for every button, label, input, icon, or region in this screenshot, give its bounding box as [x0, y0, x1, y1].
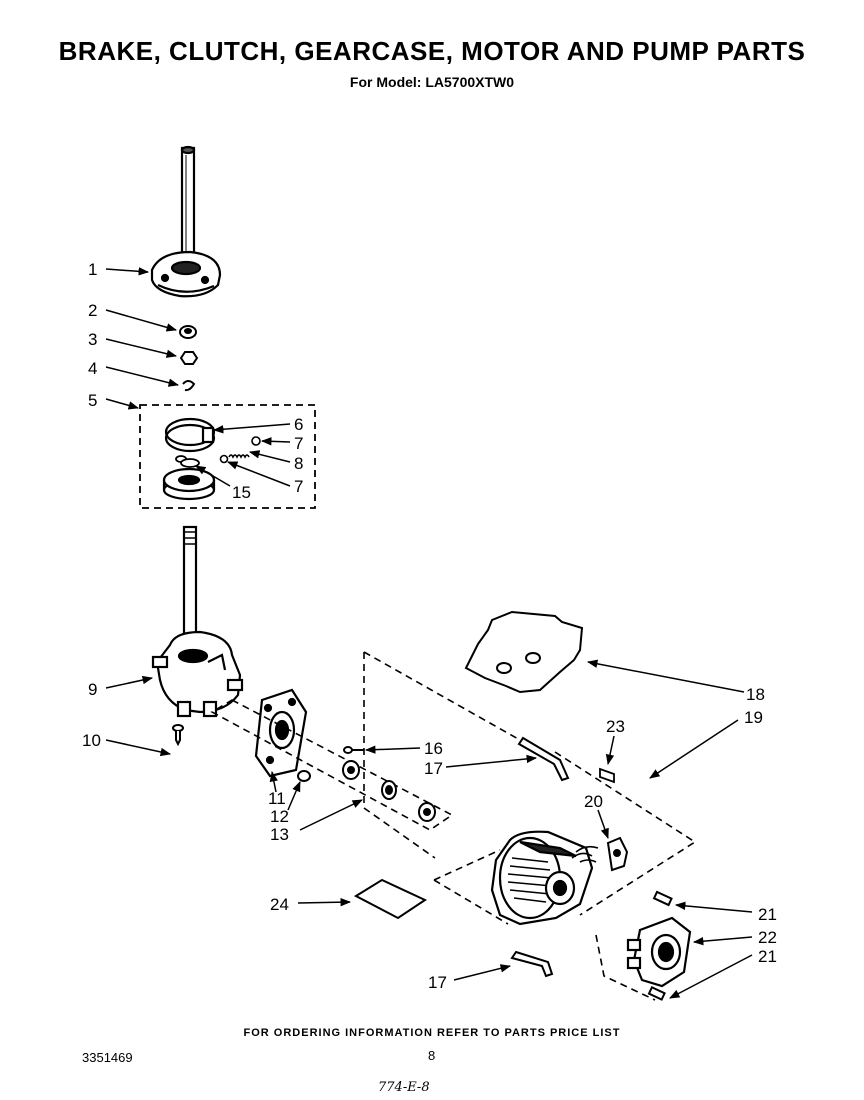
part-15-clutch-components — [175, 455, 200, 468]
part-11-12-nut-and-spacer — [297, 770, 311, 782]
part-18-motor-cover — [464, 610, 584, 694]
callout-17-upper: 17 — [424, 759, 443, 778]
callout-3: 3 — [88, 330, 97, 349]
part-6-brake-band — [164, 417, 216, 453]
coupling-parts — [342, 760, 436, 822]
callout-18: 18 — [746, 685, 765, 704]
callout-16: 16 — [424, 739, 443, 758]
brake-drum — [162, 467, 216, 501]
handwritten-mark: 774-E-8 — [378, 1080, 430, 1095]
callout-7-lower: 7 — [294, 477, 303, 496]
callout-12: 12 — [270, 807, 289, 826]
part-5-brake-assembly-box — [139, 404, 316, 509]
callout-20: 20 — [584, 792, 603, 811]
part-17-lower-clip — [510, 950, 554, 978]
part-19-motor-assembly-box — [363, 651, 697, 1001]
callout-1: 1 — [88, 260, 97, 279]
callout-10: 10 — [82, 731, 101, 750]
page-title: BRAKE, CLUTCH, GEARCASE, MOTOR AND PUMP … — [58, 36, 806, 66]
model-subtitle: For Model: LA5700XTW0 — [349, 74, 515, 90]
callout-22: 22 — [758, 928, 777, 947]
callout-labels: 1 2 3 4 5 6 7 8 7 15 9 10 11 12 13 16 17… — [82, 260, 777, 992]
callout-5: 5 — [88, 391, 97, 410]
callout-24: 24 — [270, 895, 289, 914]
part-21-lower-pin — [647, 985, 666, 1001]
part-10-screw — [172, 724, 184, 747]
part-1-brake-cam — [150, 250, 222, 298]
part-16-bolt — [343, 746, 364, 754]
part-20-switch — [606, 836, 629, 872]
callout-8: 8 — [294, 454, 303, 473]
page-number: 8 — [428, 1048, 436, 1063]
callout-17-lower: 17 — [428, 973, 447, 992]
part-9-gearcase — [151, 630, 244, 718]
callout-19: 19 — [744, 708, 763, 727]
part-2-washer — [179, 325, 197, 339]
part-22-pump — [626, 916, 692, 988]
callout-9: 9 — [88, 680, 97, 699]
part-7-8-springs-and-clips — [219, 436, 261, 464]
drive-motor — [490, 830, 599, 926]
part-21-upper-pin — [652, 890, 673, 907]
callout-7-upper: 7 — [294, 434, 303, 453]
agitator-shaft-top — [180, 145, 196, 268]
ordering-note: FOR ORDERING INFORMATION REFER TO PARTS … — [243, 1027, 621, 1039]
part-3-nut — [179, 351, 199, 365]
callout-15: 15 — [232, 483, 251, 502]
callout-13: 13 — [270, 825, 289, 844]
callout-2: 2 — [88, 301, 97, 320]
part-13-coupling-box — [210, 699, 454, 831]
part-24-pad — [353, 878, 428, 920]
gearcase-drive-shaft — [182, 525, 198, 647]
callout-6: 6 — [294, 415, 303, 434]
part-17-top-clip — [517, 736, 570, 782]
document-number: 3351469 — [82, 1050, 133, 1065]
part-4-retaining-ring — [182, 380, 196, 392]
leader-lines — [105, 267, 753, 999]
callout-21-lower: 21 — [758, 947, 777, 966]
mounting-plate — [254, 688, 308, 778]
callout-21-upper: 21 — [758, 905, 777, 924]
part-23-terminal-clip — [599, 767, 615, 784]
callout-23: 23 — [606, 717, 625, 736]
callout-4: 4 — [88, 359, 97, 378]
callout-11: 11 — [268, 789, 286, 808]
motor-assembly-lead-line — [363, 652, 436, 859]
